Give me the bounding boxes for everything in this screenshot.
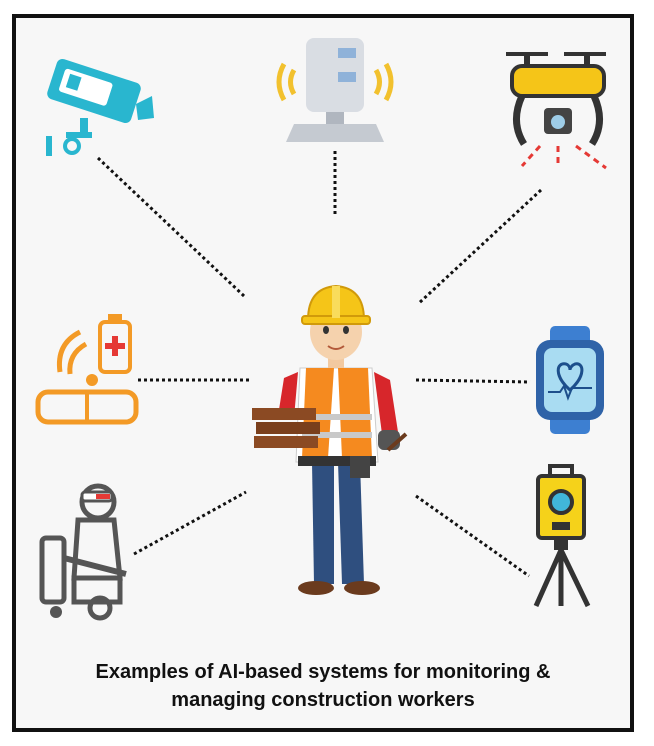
connector-total-station <box>415 494 530 578</box>
smart-goggles-icon <box>35 314 139 425</box>
connector-cctv <box>96 156 246 298</box>
diagram-frame: Examples of AI-based systems for monitor… <box>12 14 634 732</box>
wireless-sensor-icon <box>276 38 394 142</box>
diagram-caption: Examples of AI-based systems for monitor… <box>16 658 630 714</box>
cctv-camera-icon <box>46 58 154 156</box>
connector-watch <box>415 378 531 384</box>
total-station-tripod-icon <box>533 464 591 608</box>
drone-icon <box>506 52 607 170</box>
diagram-canvas <box>35 38 607 621</box>
caption-line-2: managing construction workers <box>171 689 475 711</box>
caption-line-1: Examples of AI-based systems for monitor… <box>95 661 551 683</box>
connector-drone <box>416 188 543 306</box>
exoskeleton-worker-icon <box>39 483 127 621</box>
smartwatch-heart-icon <box>536 326 604 434</box>
construction-worker-icon <box>252 284 408 595</box>
connector-exoskeleton <box>133 490 247 556</box>
